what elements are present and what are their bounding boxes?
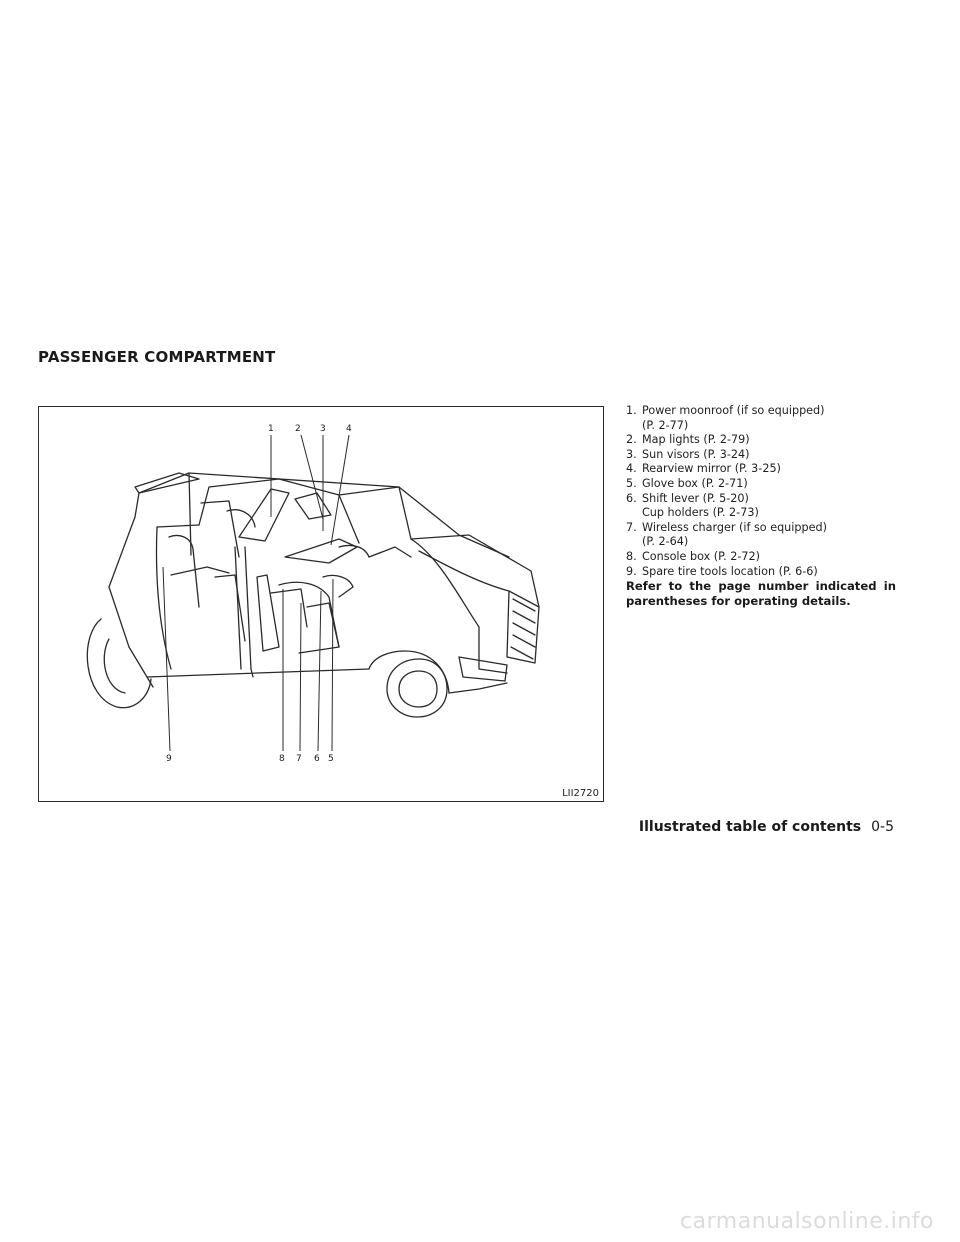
item-text: Console box (P. 2-72) (642, 549, 760, 563)
truck-cutaway-drawing: 1 2 3 4 9 8 7 6 5 (86, 424, 540, 764)
item-text: Wireless charger (if so equipped) (642, 520, 827, 534)
list-item: 3. Sun visors (P. 3-24) (626, 448, 896, 463)
item-number: 1. (626, 404, 637, 417)
reference-note: Refer to the page number indicated in pa… (626, 579, 896, 609)
item-number: 6. (626, 491, 637, 505)
callout-6: 6 (314, 754, 320, 764)
item-text: Rearview mirror (P. 3-25) (642, 462, 781, 476)
callout-1: 1 (268, 424, 274, 434)
vehicle-interior-illustration: 1 2 3 4 9 8 7 6 5 LII2720 (38, 406, 604, 802)
figure-code: LII2720 (562, 788, 599, 799)
callout-4: 4 (346, 424, 352, 434)
item-number: 5. (626, 476, 637, 490)
item-continuation: (P. 2-64) (642, 535, 689, 549)
list-item: 8. Console box (P. 2-72) (626, 550, 896, 565)
list-item: 1. Power moonroof (if so equipped) (626, 404, 896, 419)
callout-5: 5 (328, 754, 334, 764)
callout-8: 8 (279, 754, 285, 764)
item-number: 3. (626, 447, 637, 461)
callout-list: 1. Power moonroof (if so equipped) (P. 2… (626, 404, 896, 609)
item-text: Shift lever (P. 5-20) (642, 491, 749, 505)
item-number: 2. (626, 433, 637, 447)
item-number: 7. (626, 520, 637, 534)
section-title: PASSENGER COMPARTMENT (38, 348, 276, 366)
list-item: 7. Wireless charger (if so equipped) (626, 521, 896, 536)
callout-9: 9 (166, 754, 172, 764)
callout-7: 7 (296, 754, 302, 764)
page-number: 0-5 (871, 819, 894, 835)
list-item: 6. Shift lever (P. 5-20) (626, 492, 896, 507)
item-number: 4. (626, 462, 637, 476)
item-text: Spare tire tools location (P. 6-6) (642, 564, 818, 578)
callout-2: 2 (295, 424, 301, 434)
list-item: 5. Glove box (P. 2-71) (626, 477, 896, 492)
page-footer: Illustrated table of contents 0-5 (639, 819, 894, 835)
item-text: Glove box (P. 2-71) (642, 476, 748, 490)
callout-3: 3 (320, 424, 326, 434)
item-number: 9. (626, 564, 637, 578)
list-item: 2. Map lights (P. 2-79) (626, 433, 896, 448)
list-item: 9. Spare tire tools location (P. 6-6) (626, 565, 896, 580)
list-item: 4. Rearview mirror (P. 3-25) (626, 462, 896, 477)
item-text: Sun visors (P. 3-24) (642, 447, 750, 461)
item-text: Map lights (P. 2-79) (642, 433, 750, 447)
item-continuation: (P. 2-77) (642, 418, 689, 432)
item-number: 8. (626, 549, 637, 563)
item-continuation: Cup holders (P. 2-73) (642, 506, 759, 520)
watermark: carmanualsonline.info (680, 1209, 934, 1234)
item-text: Power moonroof (if so equipped) (642, 404, 825, 417)
footer-chapter-title: Illustrated table of contents (638, 819, 862, 835)
